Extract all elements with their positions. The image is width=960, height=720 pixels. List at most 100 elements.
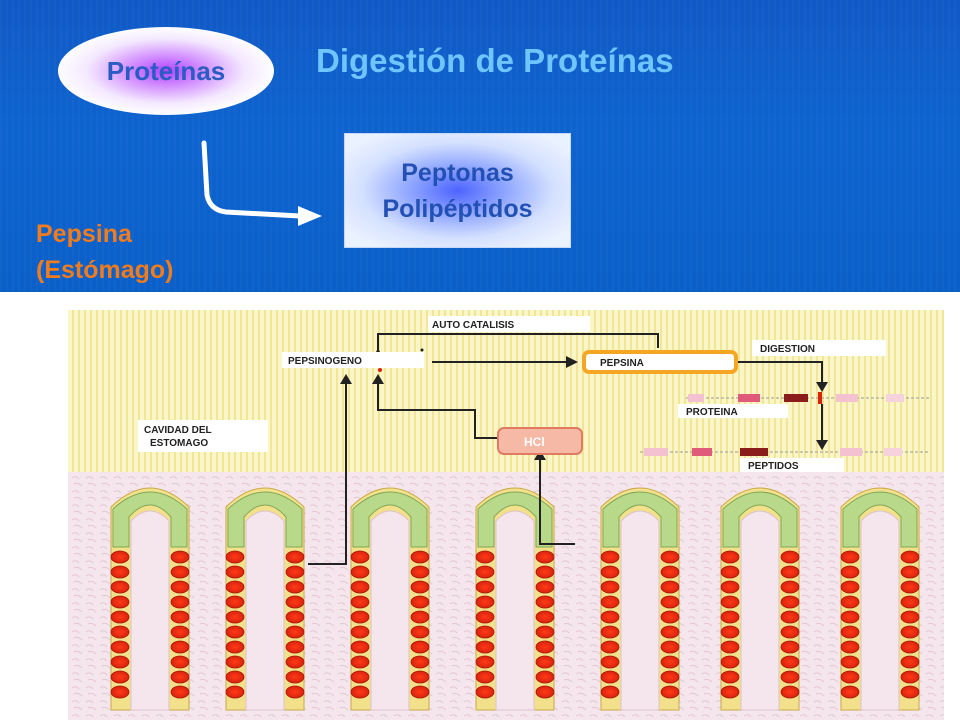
glandular-cell <box>350 580 370 594</box>
glandular-cell <box>410 625 430 639</box>
glandular-cell <box>600 550 620 564</box>
glandular-cell <box>720 565 740 579</box>
glandular-cell <box>170 640 190 654</box>
glandular-cell <box>780 595 800 609</box>
glandular-cell <box>600 655 620 669</box>
glandular-cell <box>600 625 620 639</box>
glandular-cell <box>840 670 860 684</box>
glandular-cell <box>110 685 130 699</box>
cavidad-label-line2: ESTOMAGO <box>150 438 208 449</box>
glandular-cell <box>285 655 305 669</box>
pathway-arrows <box>308 333 823 565</box>
glandular-cell <box>285 565 305 579</box>
fold-core <box>860 510 900 711</box>
glandular-cell <box>225 580 245 594</box>
glandular-cell <box>285 595 305 609</box>
glandular-cell <box>780 565 800 579</box>
glandular-cell <box>350 625 370 639</box>
glandular-cell <box>535 565 555 579</box>
glandular-cell <box>600 565 620 579</box>
glandular-cell <box>225 625 245 639</box>
glandular-cell <box>780 610 800 624</box>
glandular-cell <box>110 640 130 654</box>
glandular-cell <box>350 610 370 624</box>
glandular-cell <box>285 625 305 639</box>
glandular-cell <box>225 550 245 564</box>
glandular-cell <box>475 580 495 594</box>
proteina-label: PROTEINA <box>686 407 738 418</box>
auto-catalisis-label: AUTO CATALISIS <box>432 320 515 331</box>
surface-epithelium <box>602 491 678 548</box>
glandular-cell <box>780 670 800 684</box>
arrow-head-icon <box>566 356 578 368</box>
glandular-cell <box>840 565 860 579</box>
arrow-head-icon <box>340 374 352 384</box>
enzyme-name: Pepsina <box>36 220 132 248</box>
protein-chain <box>686 392 930 404</box>
digestion-label: DIGESTION <box>760 344 815 355</box>
glandular-cell <box>110 670 130 684</box>
hcl-label: HCl <box>524 435 545 449</box>
glandular-cell <box>600 595 620 609</box>
glandular-cell <box>780 550 800 564</box>
glandular-cell <box>660 685 680 699</box>
glandular-cell <box>350 655 370 669</box>
glandular-cell <box>900 550 920 564</box>
cavidad-label-line1: CAVIDAD DEL <box>144 425 212 436</box>
glandular-cell <box>900 685 920 699</box>
glandular-cell <box>225 640 245 654</box>
surface-epithelium <box>477 491 553 548</box>
glandular-cell <box>410 655 430 669</box>
stomach-illustration: AUTO CATALISIS PEPSINOGENO PEPSINA DIGES… <box>0 292 960 720</box>
glandular-cell <box>840 550 860 564</box>
surface-epithelium <box>227 491 303 548</box>
glandular-cell <box>840 595 860 609</box>
glandular-cell <box>840 640 860 654</box>
glandular-cell <box>780 625 800 639</box>
glandular-cell <box>475 565 495 579</box>
glandular-cell <box>110 625 130 639</box>
glandular-cell <box>780 685 800 699</box>
glandular-cell <box>170 655 190 669</box>
glandular-cell <box>900 640 920 654</box>
glandular-cell <box>110 565 130 579</box>
glandular-cell <box>535 625 555 639</box>
glandular-cell <box>475 685 495 699</box>
glandular-cell <box>475 655 495 669</box>
glandular-cell <box>720 685 740 699</box>
glandular-cell <box>410 610 430 624</box>
glandular-cell <box>350 595 370 609</box>
glandular-cell <box>225 595 245 609</box>
glandular-cell <box>900 595 920 609</box>
surface-epithelium <box>352 491 428 548</box>
glandular-cell <box>475 550 495 564</box>
conversion-arrow <box>201 140 322 226</box>
pepsina-diagram-label: PEPSINA <box>600 358 644 369</box>
glandular-cell <box>225 670 245 684</box>
glandular-cell <box>535 655 555 669</box>
glandular-cell <box>170 670 190 684</box>
glandular-cell <box>660 655 680 669</box>
glandular-cell <box>720 625 740 639</box>
glandular-cell <box>225 685 245 699</box>
glandular-cell <box>840 580 860 594</box>
glandular-cell <box>475 670 495 684</box>
glandular-cell <box>720 580 740 594</box>
glandular-cell <box>410 550 430 564</box>
glandular-cell <box>170 565 190 579</box>
glandular-cell <box>110 610 130 624</box>
arrow-head-icon <box>298 206 322 226</box>
glandular-cell <box>535 595 555 609</box>
glandular-cell <box>110 655 130 669</box>
glandular-cell <box>285 580 305 594</box>
glandular-cell <box>600 580 620 594</box>
glandular-cell <box>410 640 430 654</box>
glandular-cell <box>900 625 920 639</box>
peptides-chain <box>640 448 930 456</box>
glandular-cell <box>840 685 860 699</box>
glandular-cell <box>110 595 130 609</box>
glandular-cell <box>285 610 305 624</box>
proteinas-ellipse: Proteínas <box>58 27 274 115</box>
fold-core <box>245 510 285 711</box>
glandular-cell <box>535 685 555 699</box>
